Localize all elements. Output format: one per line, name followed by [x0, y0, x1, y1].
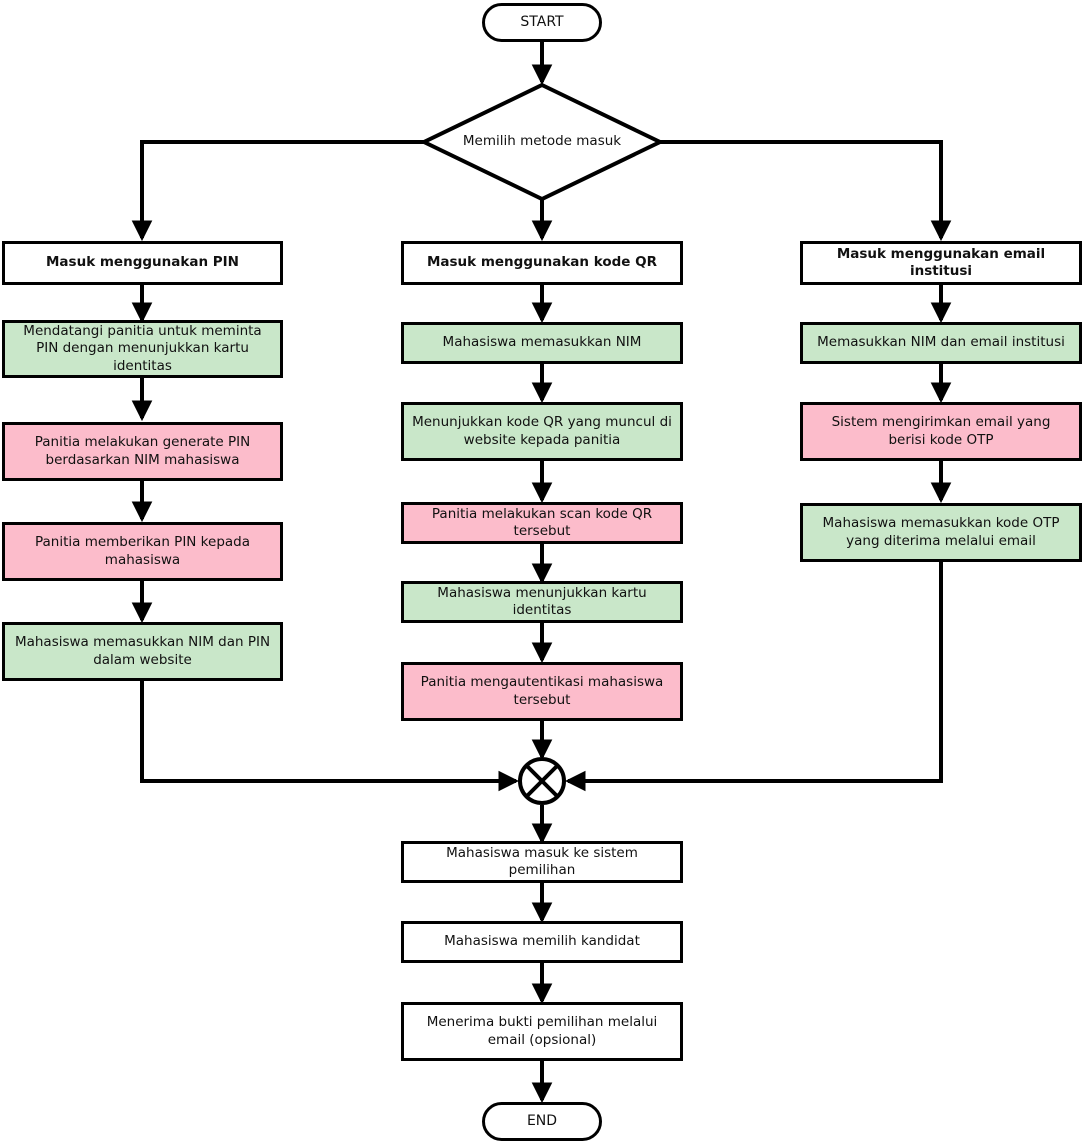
qr-step-1[interactable]: Mahasiswa memasukkan NIM: [401, 322, 683, 364]
pin-step-2-label: Panitia melakukan generate PIN berdasark…: [34, 434, 251, 468]
qr-step-3[interactable]: Panitia melakukan scan kode QR tersebut: [401, 502, 683, 544]
pin-step-4-label: Mahasiswa memasukkan NIM dan PIN dalam w…: [14, 634, 271, 668]
qr-step-1-label: Mahasiswa memasukkan NIM: [442, 334, 642, 351]
pin-step-2[interactable]: Panitia melakukan generate PIN berdasark…: [2, 422, 283, 481]
column-header-email-label: Masuk menggunakan email institusi: [836, 245, 1046, 279]
email-step-2-label: Sistem mengirimkan email yang berisi kod…: [831, 414, 1051, 448]
column-header-pin[interactable]: Masuk menggunakan PIN: [2, 241, 283, 285]
decision-label: Memilih metode masuk: [462, 133, 622, 150]
qr-step-5-label: Panitia mengautentikasi mahasiswa terseb…: [420, 674, 664, 708]
pin-step-3-label: Panitia memberikan PIN kepada mahasiswa: [34, 534, 251, 568]
tail-step-3[interactable]: Menerima bukti pemilihan melalui email (…: [401, 1002, 683, 1061]
tail-step-1[interactable]: Mahasiswa masuk ke sistem pemilihan: [401, 841, 683, 883]
tail-step-3-label: Menerima bukti pemilihan melalui email (…: [426, 1014, 658, 1048]
pin-step-4[interactable]: Mahasiswa memasukkan NIM dan PIN dalam w…: [2, 622, 283, 681]
start-label: START: [520, 13, 564, 30]
email-step-3[interactable]: Mahasiswa memasukkan kode OTP yang diter…: [800, 503, 1082, 562]
tail-step-1-label: Mahasiswa masuk ke sistem pemilihan: [446, 844, 638, 878]
qr-step-4[interactable]: Mahasiswa menunjukkan kartu identitas: [401, 581, 683, 623]
qr-step-5[interactable]: Panitia mengautentikasi mahasiswa terseb…: [401, 662, 683, 721]
column-header-email[interactable]: Masuk menggunakan email institusi: [800, 241, 1082, 285]
pin-step-1[interactable]: Mendatangi panitia untuk meminta PIN den…: [2, 320, 283, 378]
merge-junction-shape: [518, 757, 566, 805]
column-header-qr-label: Masuk menggunakan kode QR: [426, 254, 658, 271]
pin-step-1-label: Mendatangi panitia untuk meminta PIN den…: [23, 323, 262, 374]
qr-step-3-label: Panitia melakukan scan kode QR tersebut: [431, 505, 653, 539]
email-step-3-label: Mahasiswa memasukkan kode OTP yang diter…: [822, 515, 1060, 549]
qr-step-2-label: Menunjukkan kode QR yang muncul di websi…: [412, 414, 672, 448]
email-step-1-label: Memasukkan NIM dan email institusi: [817, 334, 1065, 351]
start-terminator[interactable]: START: [482, 3, 602, 42]
decision-node[interactable]: Memilih metode masuk: [442, 85, 642, 199]
tail-step-2-label: Mahasiswa memilih kandidat: [444, 933, 640, 950]
pin-step-3[interactable]: Panitia memberikan PIN kepada mahasiswa: [2, 522, 283, 581]
email-step-2[interactable]: Sistem mengirimkan email yang berisi kod…: [800, 402, 1082, 461]
end-terminator[interactable]: END: [482, 1102, 602, 1141]
column-header-qr[interactable]: Masuk menggunakan kode QR: [401, 241, 683, 285]
qr-step-2[interactable]: Menunjukkan kode QR yang muncul di websi…: [401, 402, 683, 461]
column-header-pin-label: Masuk menggunakan PIN: [46, 254, 239, 271]
tail-step-2[interactable]: Mahasiswa memilih kandidat: [401, 921, 683, 963]
end-label: END: [526, 1112, 558, 1129]
qr-step-4-label: Mahasiswa menunjukkan kartu identitas: [437, 584, 647, 618]
email-step-1[interactable]: Memasukkan NIM dan email institusi: [800, 322, 1082, 364]
